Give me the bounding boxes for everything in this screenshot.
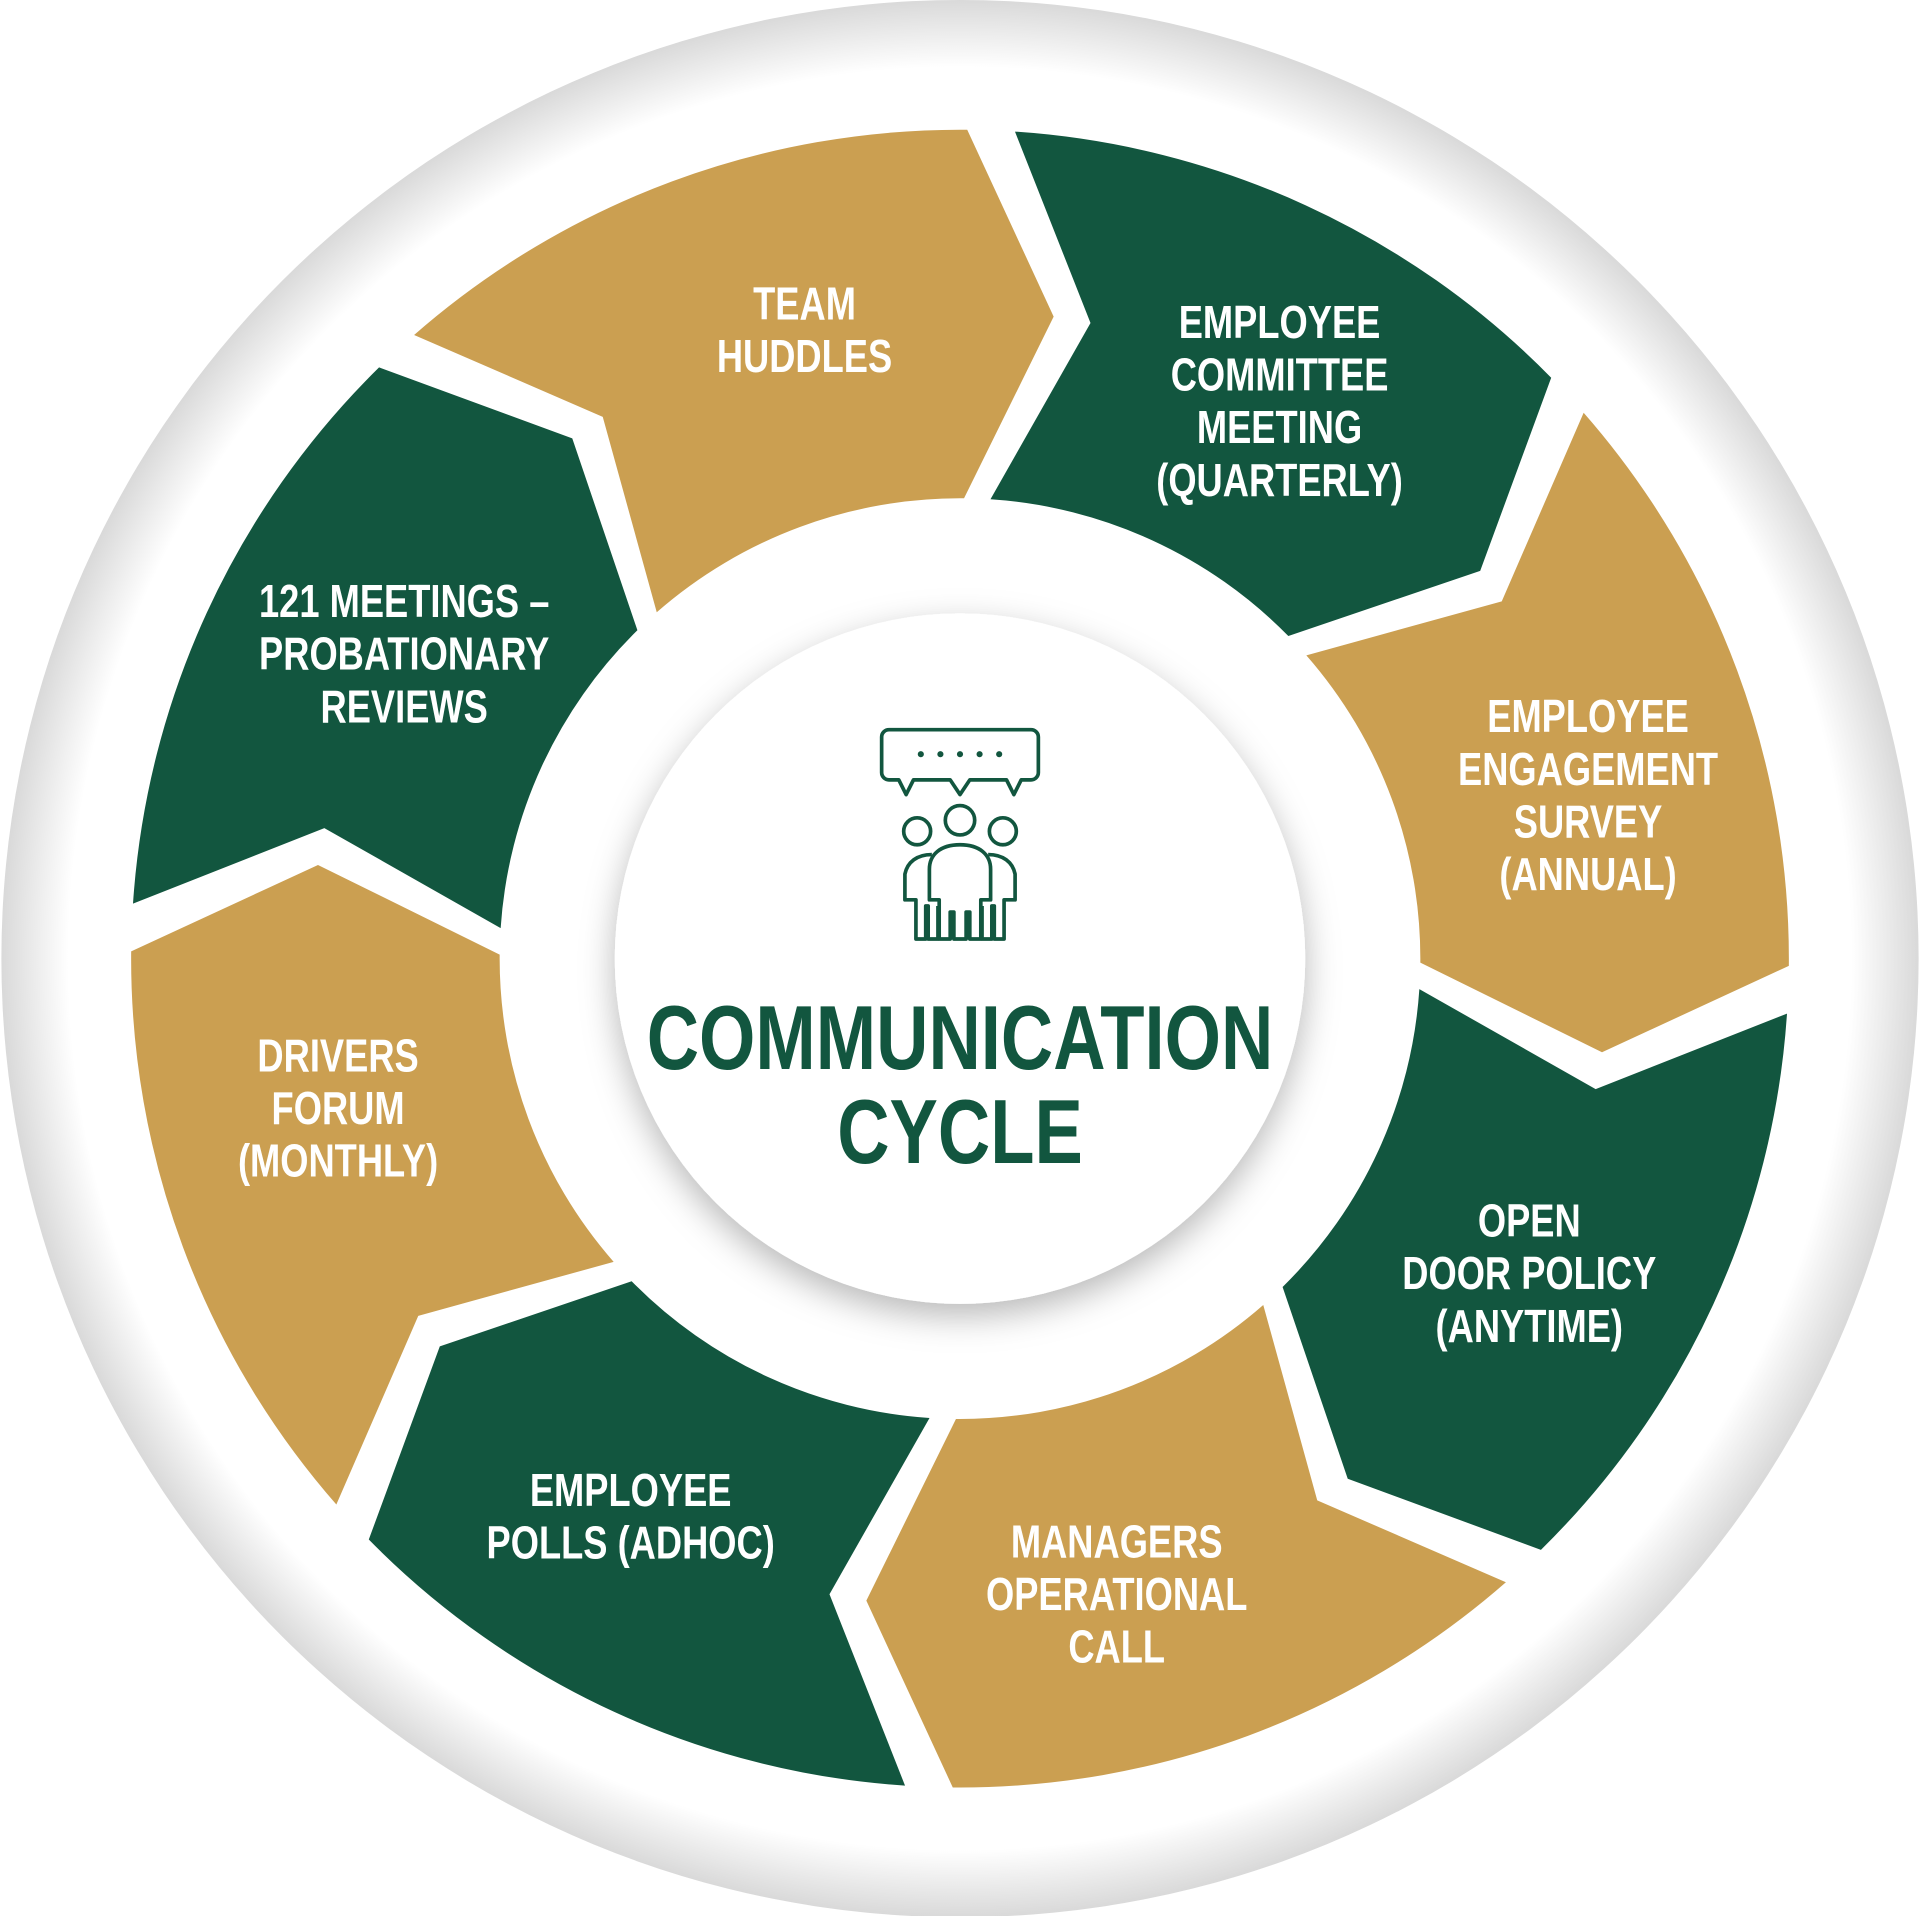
- segment-label-line: REVIEWS: [321, 680, 488, 732]
- segment-label-line: (MONTHLY): [238, 1134, 438, 1186]
- segment-employee-committee-meeting: [990, 131, 1552, 637]
- segment-label-line: OPEN: [1478, 1194, 1581, 1246]
- segment-label-line: DOOR POLICY: [1402, 1247, 1656, 1299]
- segment-label-line: MEETING: [1197, 401, 1362, 453]
- center-circle: [614, 613, 1306, 1304]
- segment-open-door-policy: [1282, 989, 1788, 1550]
- segment-label-line: ENGAGEMENT: [1458, 742, 1719, 794]
- segment-label-line: EMPLOYEE: [1179, 296, 1381, 348]
- segment-drivers-forum: [131, 864, 614, 1505]
- segment-label-line: MANAGERS: [1011, 1515, 1223, 1567]
- segment-label-line: (ANYTIME): [1436, 1299, 1623, 1351]
- segment-label-line: TEAM: [753, 277, 856, 329]
- segment-label-line: EMPLOYEE: [530, 1463, 732, 1515]
- segment-employee-engagement-survey: [1306, 412, 1789, 1053]
- segment-label-line: OPERATIONAL: [986, 1568, 1247, 1620]
- segment-label-line: (QUARTERLY): [1156, 453, 1403, 505]
- title-line-2: CYCLE: [837, 1082, 1083, 1182]
- segment-121-meetings: [132, 367, 638, 929]
- segment-label-line: COMMITTEE: [1171, 348, 1389, 400]
- segment-label-line: PROBATIONARY: [259, 627, 549, 679]
- segment-label-line: CALL: [1068, 1620, 1165, 1672]
- segment-team-huddles: [414, 129, 1054, 613]
- segment-label-line: 121 MEETINGS –: [259, 575, 549, 627]
- title-line-1: COMMUNICATION: [647, 988, 1274, 1088]
- segments-group: [131, 129, 1789, 1788]
- segment-label-line: DRIVERS: [257, 1029, 418, 1081]
- segment-label-line: HUDDLES: [717, 330, 892, 382]
- segment-label-line: FORUM: [272, 1082, 405, 1134]
- segment-label-line: (ANNUAL): [1499, 848, 1676, 900]
- segment-label-line: EMPLOYEE: [1487, 690, 1689, 742]
- segment-managers-operational-call: [866, 1304, 1506, 1788]
- segment-label-line: POLLS (ADHOC): [487, 1516, 775, 1568]
- labels-group: EMPLOYEECOMMITTEEMEETING(QUARTERLY)EMPLO…: [238, 277, 1719, 1672]
- segment-employee-polls: [368, 1281, 930, 1786]
- team-communication-icon: [879, 727, 1041, 941]
- segment-label-line: SURVEY: [1514, 795, 1663, 847]
